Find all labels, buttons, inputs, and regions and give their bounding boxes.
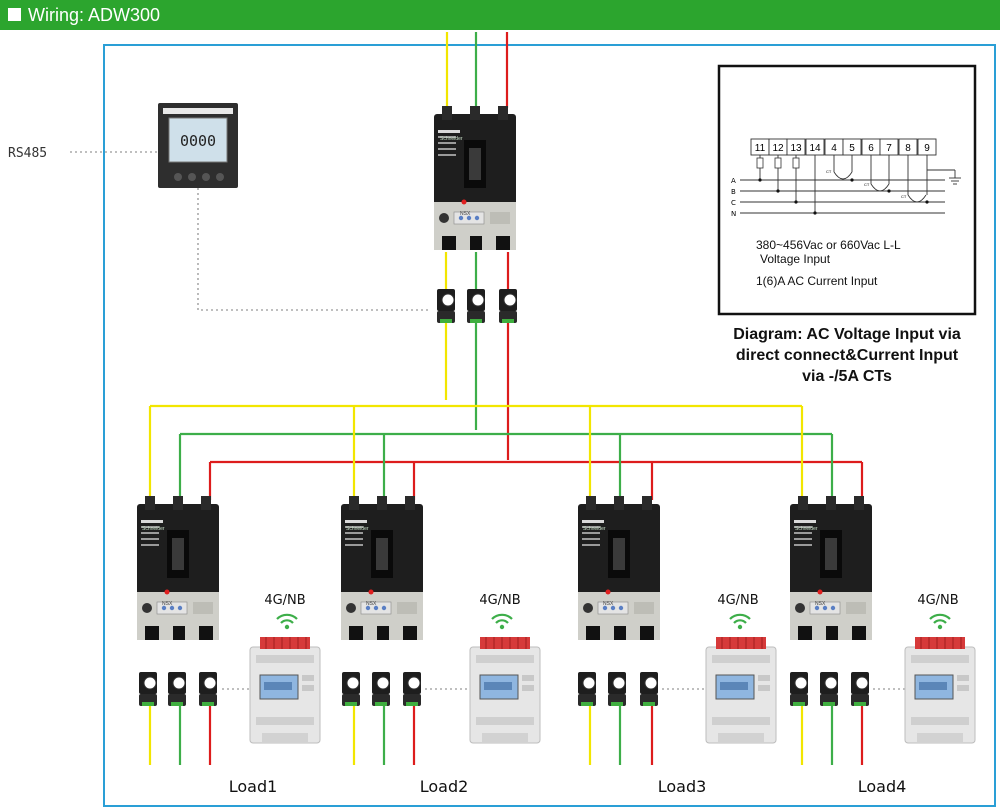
- feeder-cts-3: [577, 671, 659, 707]
- svg-text:Schneider: Schneider: [583, 526, 606, 532]
- svg-text:Schneider: Schneider: [142, 526, 165, 532]
- main-incoming-wires: [444, 32, 510, 460]
- phase-n-label: N: [731, 210, 736, 218]
- current-input-text: 1(6)A AC Current Input: [756, 274, 878, 288]
- svg-text:Schneider: Schneider: [795, 526, 818, 532]
- terminal-number: 14: [809, 143, 821, 154]
- svg-text:4G/NB: 4G/NB: [917, 593, 958, 608]
- wireless-4g-1: 4G/NB: [264, 593, 306, 631]
- terminal-number: 6: [868, 143, 874, 154]
- phase-a-label: A: [731, 177, 736, 185]
- terminal-number: 8: [905, 143, 911, 154]
- svg-text:Schneider: Schneider: [346, 526, 369, 532]
- feeder-cts-4: [789, 671, 870, 707]
- diagram-caption-line2: direct connect&Current Input: [736, 347, 959, 364]
- wireless-4g-4: 4G/NB: [917, 593, 959, 631]
- voltage-input-text-1: 380~456Vac or 660Vac L-L: [756, 238, 901, 252]
- load-label-2: Load2: [420, 777, 469, 796]
- wifi-icon: [928, 613, 952, 631]
- terminal-number: 12: [772, 143, 784, 154]
- rs485-label: RS485: [8, 146, 47, 161]
- svg-text:NSX: NSX: [162, 601, 173, 607]
- phase-c-label: C: [731, 199, 736, 207]
- svg-text:CT: CT: [826, 169, 832, 174]
- wireless-4g-3: 4G/NB: [717, 593, 759, 631]
- adw300-meter-3: [705, 636, 777, 744]
- svg-text:NSX: NSX: [460, 211, 471, 217]
- load-wires: [148, 700, 864, 765]
- adw300-meter-1: [249, 636, 321, 744]
- adw300-meter-2: [469, 636, 541, 744]
- wireless-4g-2: 4G/NB: [479, 593, 521, 631]
- feeder-cts-2: [341, 671, 422, 707]
- svg-text:4G/NB: 4G/NB: [264, 593, 305, 608]
- svg-text:NSX: NSX: [366, 601, 377, 607]
- svg-text:Schneider: Schneider: [440, 136, 463, 142]
- terminal-block: 11 12 13 14 4 5 6 7 8 9: [750, 138, 937, 156]
- svg-text:NSX: NSX: [603, 601, 614, 607]
- phase-b-label: B: [731, 188, 736, 196]
- wifi-icon: [728, 613, 752, 631]
- distribution-bus: [148, 404, 864, 500]
- load-label-4: Load4: [858, 777, 907, 796]
- feeder-cts-1: [138, 671, 218, 707]
- panel-meter-display: 0000: [180, 132, 216, 150]
- page-title: Wiring: ADW300: [28, 5, 161, 25]
- svg-text:4G/NB: 4G/NB: [717, 593, 758, 608]
- terminal-number: 11: [755, 143, 766, 154]
- wifi-icon: [275, 613, 299, 631]
- adw300-meter-4: [904, 636, 976, 744]
- svg-text:4G/NB: 4G/NB: [479, 593, 520, 608]
- terminal-number: 13: [790, 143, 802, 154]
- voltage-input-text-2: Voltage Input: [760, 252, 831, 266]
- inset-schematic: 11 12 13 14 4 5 6 7 8 9 A B C N: [717, 64, 977, 316]
- diagram-frame: [103, 44, 996, 807]
- main-current-transformers: [436, 288, 518, 324]
- main-breaker: Schneider NSX: [433, 105, 517, 251]
- square-icon: [8, 8, 21, 21]
- terminal-number: 4: [831, 143, 837, 154]
- terminal-number: 7: [886, 143, 892, 154]
- rs485-dotted-line: [70, 151, 430, 311]
- svg-text:NSX: NSX: [815, 601, 826, 607]
- svg-text:CT: CT: [864, 182, 870, 187]
- load-label-3: Load3: [658, 777, 707, 796]
- svg-text:CT: CT: [901, 194, 907, 199]
- terminal-number: 9: [924, 143, 930, 154]
- terminal-number: 5: [849, 143, 855, 154]
- header-bar: Wiring: ADW300: [0, 0, 1000, 30]
- diagram-caption-line3: via -/5A CTs: [802, 368, 892, 385]
- wifi-icon: [490, 613, 514, 631]
- load-label-1: Load1: [229, 777, 278, 796]
- panel-meter: 0000: [158, 103, 238, 188]
- diagram-caption-line1: Diagram: AC Voltage Input via: [733, 326, 961, 343]
